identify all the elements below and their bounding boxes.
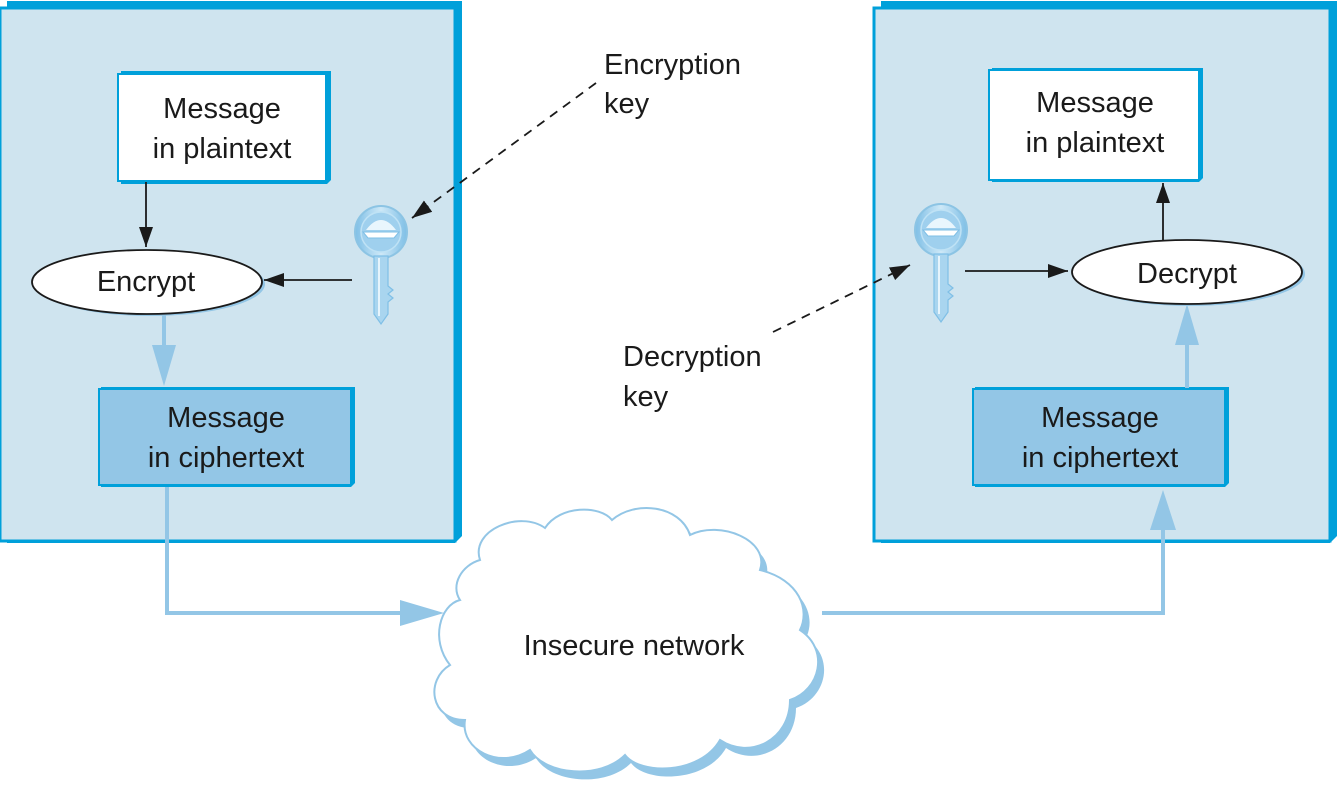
- sender-ciphertext-box: Message in ciphertext: [98, 387, 355, 487]
- ciphertext-to-decrypt-arrow: [1175, 304, 1199, 388]
- receiver-ciphertext-box: Message in ciphertext: [972, 387, 1229, 487]
- decrypt-operation: Decrypt: [1071, 239, 1305, 306]
- decrypt-label: Decrypt: [1137, 258, 1237, 290]
- sender-to-network-path: [165, 487, 444, 626]
- receiver-plaintext-box: Message in plaintext: [988, 68, 1203, 182]
- encrypt-operation: Encrypt: [31, 249, 265, 316]
- receiver-plaintext-line2: in plaintext: [1026, 127, 1165, 159]
- decryption-key-label-line1: Decryption: [623, 341, 762, 373]
- receiver-plaintext-line1: Message: [1036, 87, 1154, 119]
- encrypt-to-ciphertext-arrow: [152, 315, 176, 386]
- sender-ciphertext-line2: in ciphertext: [148, 442, 304, 474]
- network-to-receiver-path: [822, 490, 1176, 615]
- sender-plaintext-box: Message in plaintext: [117, 71, 331, 184]
- receiver-ciphertext-line1: Message: [1041, 402, 1159, 434]
- sender-plaintext-line1: Message: [163, 93, 281, 125]
- encrypt-label: Encrypt: [97, 266, 195, 298]
- network-label: Insecure network: [524, 630, 745, 662]
- encryption-key-label-line2: key: [604, 88, 650, 120]
- receiver-ciphertext-line2: in ciphertext: [1022, 442, 1178, 474]
- encryption-key-pointer: [411, 82, 597, 219]
- decryption-key-label-line2: key: [623, 381, 669, 413]
- cloud-icon: Insecure network: [433, 507, 825, 780]
- encryption-key-label-line1: Encryption: [604, 49, 741, 81]
- sender-ciphertext-line1: Message: [167, 402, 285, 434]
- sender-plaintext-line2: in plaintext: [153, 133, 292, 165]
